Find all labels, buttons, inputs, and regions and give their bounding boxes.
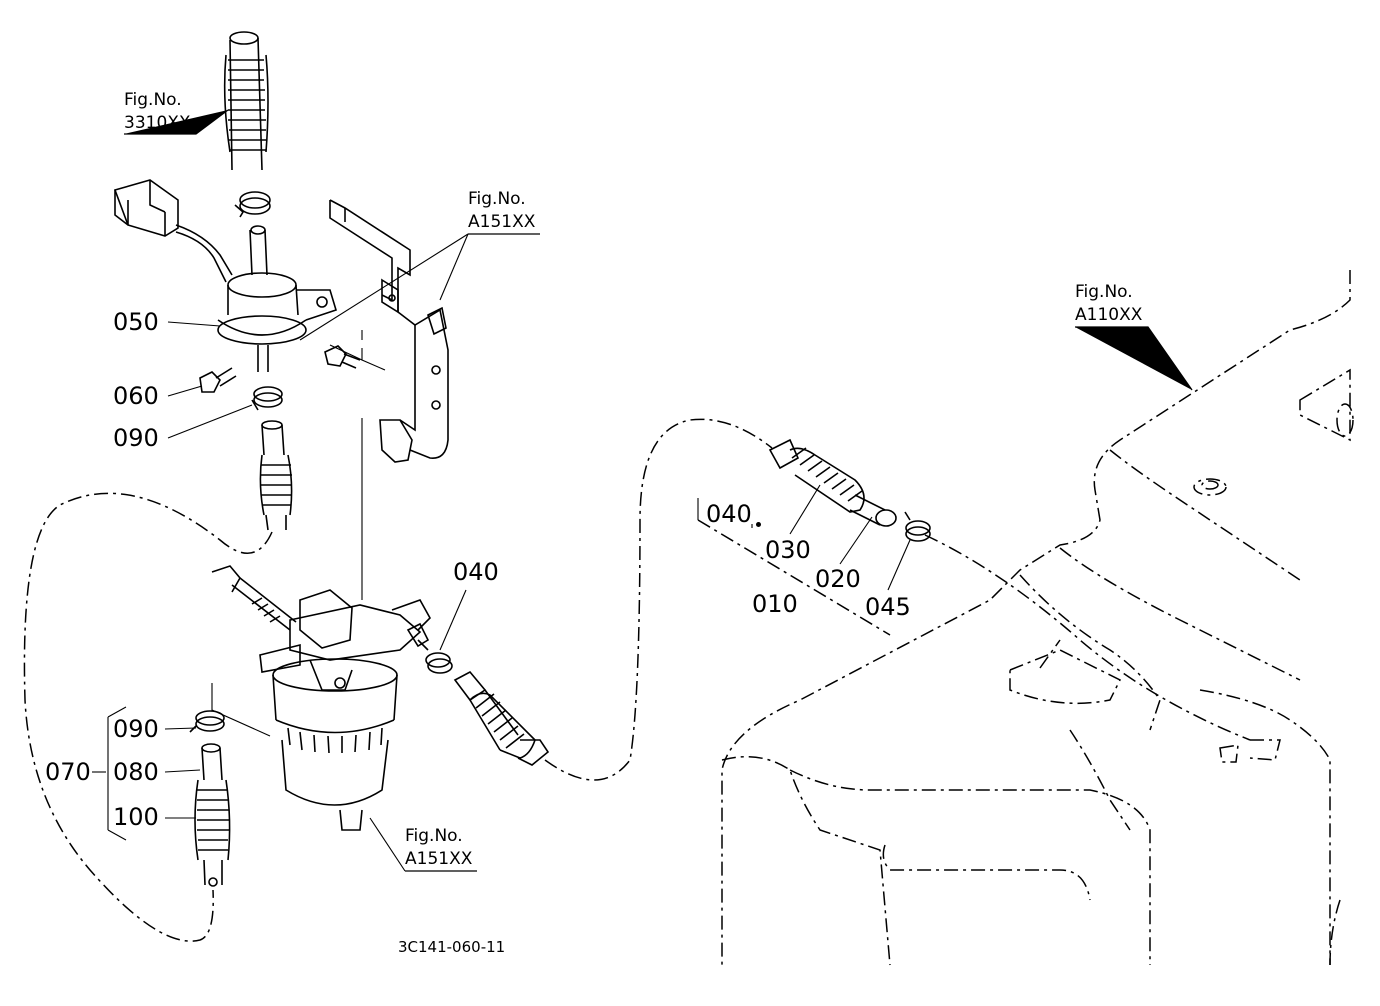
fig-ref-a110-label: Fig.No.: [1075, 282, 1133, 302]
fuel-line-to-tank: [924, 534, 1251, 741]
hose-below-pump: [259, 420, 293, 531]
clamp-top: [234, 191, 271, 218]
part-number-080: 080: [113, 758, 159, 786]
part-number-040-right: 040: [706, 500, 752, 528]
part-number-090-top: 090: [113, 424, 159, 452]
clamp-040-mid: [406, 622, 453, 674]
hose-right-of-filter: [453, 670, 550, 766]
part-number-045: 045: [865, 593, 911, 621]
hose-assy-010: [768, 438, 931, 542]
fig-ref-a151-top-code: A151XX: [468, 212, 536, 232]
part-number-020: 020: [815, 565, 861, 593]
bracket-top: [324, 199, 449, 463]
fig-ref-3310-code: 3310XX: [124, 113, 191, 133]
fuel-pump: [113, 179, 337, 372]
hose-assy-070: [189, 710, 231, 887]
bullet-dot: [756, 522, 761, 527]
fig-ref-a151-bottom-code: A151XX: [405, 849, 473, 869]
part-number-050: 050: [113, 308, 159, 336]
bolt-060: [199, 367, 237, 393]
part-number-100: 100: [113, 803, 159, 831]
fig-ref-a151-bottom-label: Fig.No.: [405, 826, 463, 846]
fuel-tank: [721, 270, 1354, 966]
fuel-line-left-loop: [23, 492, 273, 942]
clamp-090-upper: [251, 386, 283, 411]
fig-ref-a110-code: A110XX: [1075, 305, 1143, 325]
part-number-030: 030: [765, 536, 811, 564]
fig-ref-a151-top-label: Fig.No.: [468, 189, 526, 209]
fig-ref-3310-label: Fig.No.: [124, 90, 182, 110]
part-number-060: 060: [113, 382, 159, 410]
part-number-090-bottom: 090: [113, 715, 159, 743]
fuel-filter: [211, 565, 431, 831]
part-number-070: 070: [45, 758, 91, 786]
leader-lines: [92, 109, 1193, 872]
part-number-010: 010: [752, 590, 798, 618]
fuel-line-tank-connector: [544, 418, 773, 781]
drawing-code: 3C141-060-11: [398, 938, 506, 956]
part-number-040-mid: 040: [453, 558, 499, 586]
top-hose: [223, 31, 269, 171]
